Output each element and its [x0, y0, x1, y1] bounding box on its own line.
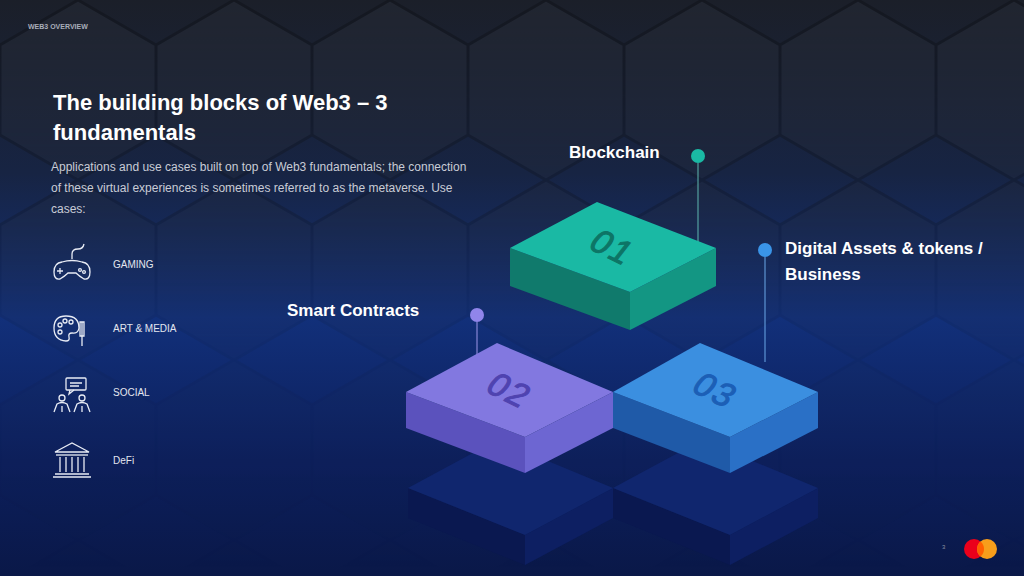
- section-tag: WEB3 OVERVIEW: [28, 22, 228, 32]
- slide-title: The building blocks of Web3 – 3 fundamen…: [53, 88, 418, 148]
- use-case-label: DeFi: [113, 454, 263, 467]
- block-top: [406, 343, 613, 437]
- page-number: 3: [942, 543, 962, 551]
- use-case-icons: [53, 244, 91, 477]
- bank-icon: [53, 443, 91, 477]
- block-heading: Blockchain: [569, 140, 729, 166]
- brand-logo: [964, 539, 997, 559]
- gamepad-icon: [54, 244, 90, 279]
- block-top: [510, 202, 716, 292]
- block-node: 02Smart Contracts: [406, 343, 613, 473]
- block-heading: Digital Assets & tokens / Business: [785, 236, 997, 288]
- intro-text: Applications and use cases built on top …: [51, 157, 471, 220]
- block-top: [613, 343, 818, 437]
- leader-lines: [470, 149, 772, 362]
- palette-icon: [54, 316, 84, 346]
- use-case-label: ART & MEDIA: [113, 322, 263, 335]
- use-case-label: SOCIAL: [113, 386, 263, 399]
- block-node: 03Digital Assets & tokens / Business: [613, 343, 818, 473]
- block-heading: Smart Contracts: [287, 298, 467, 324]
- use-case-label: GAMING: [113, 258, 263, 271]
- block-node: 01Blockchain: [510, 202, 716, 330]
- social-icon: [54, 378, 90, 412]
